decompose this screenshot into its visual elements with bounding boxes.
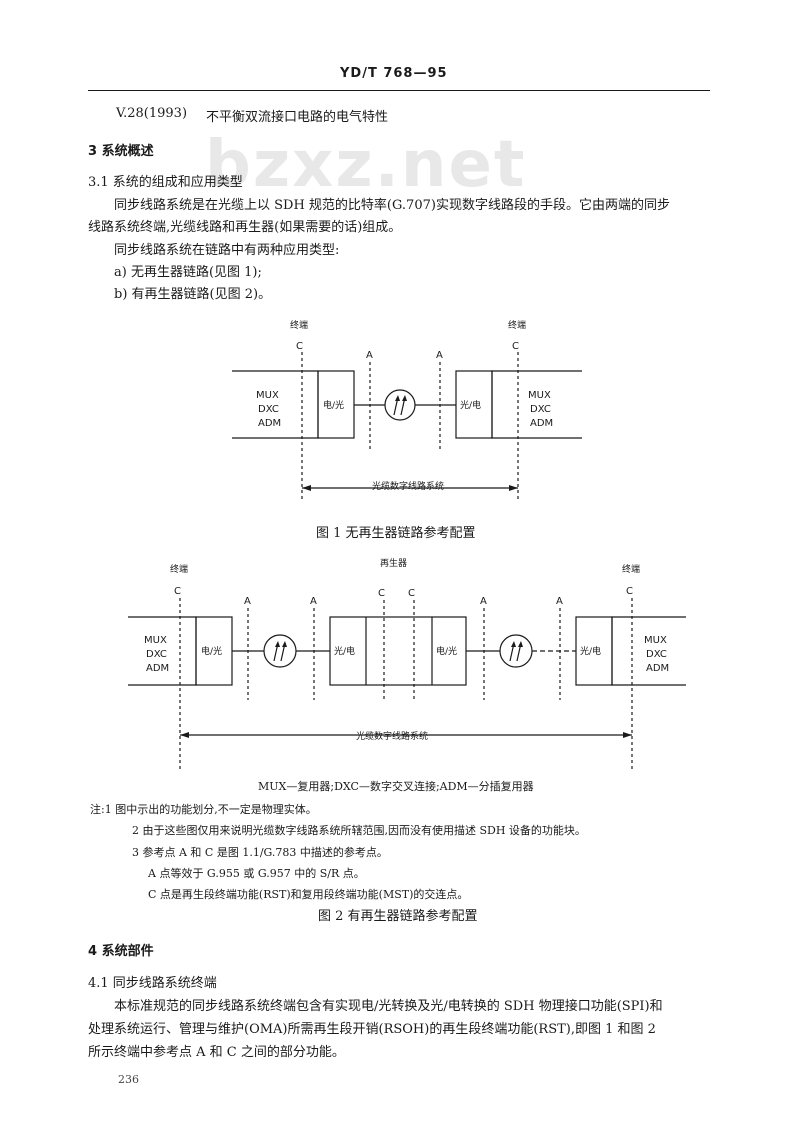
figure-1-diagram: 终端 终端 C C A A MUX DXC ADM MUX DXC ADM 电/… bbox=[232, 319, 582, 500]
fig2-eo-regen: 电/光 bbox=[436, 645, 457, 657]
fig1-term-right-label: 终端 bbox=[508, 319, 526, 331]
ref-title: 不平衡双流接口电路的电气特性 bbox=[206, 110, 389, 125]
fig1-c-right: C bbox=[512, 341, 519, 352]
fig1-dxc-left: DXC bbox=[258, 404, 279, 415]
header-rule bbox=[88, 90, 710, 91]
fig1-a-right: A bbox=[436, 350, 443, 361]
fig1-term-left-label: 终端 bbox=[290, 319, 308, 331]
fig2-dxc-right: DXC bbox=[646, 649, 667, 660]
fig1-eo-label: 电/光 bbox=[323, 399, 344, 411]
figure-2-legend: MUX—复用器;DXC—数字交叉连接;ADM—分插复用器 bbox=[258, 780, 534, 793]
fig1-mux-left: MUX bbox=[256, 390, 279, 401]
section-4-1-line2: 处理系统运行、管理与维护(OMA)所需再生段开销(RSOH)的再生段终端功能(R… bbox=[88, 1022, 656, 1037]
section-3-1-para1-line1: 同步线路系统是在光缆上以 SDH 规范的比特率(G.707)实现数字线路段的手段… bbox=[114, 198, 670, 213]
note-3: 3 参考点 A 和 C 是图 1.1/G.783 中描述的参考点。 bbox=[132, 846, 388, 859]
fig1-adm-right: ADM bbox=[530, 418, 553, 429]
fig2-c-1: C bbox=[174, 586, 181, 597]
fig2-mux-right: MUX bbox=[644, 635, 667, 646]
fig2-adm-left: ADM bbox=[146, 663, 169, 674]
fig2-dxc-left: DXC bbox=[146, 649, 167, 660]
note-3a: A 点等效于 G.955 或 G.957 中的 S/R 点。 bbox=[148, 867, 365, 880]
fig1-a-left: A bbox=[366, 350, 373, 361]
fig2-eo-left: 电/光 bbox=[201, 645, 222, 657]
fig2-c-4: C bbox=[626, 586, 633, 597]
fig2-adm-right: ADM bbox=[646, 663, 669, 674]
fig2-mux-left: MUX bbox=[144, 635, 167, 646]
section-4-1-line3: 所示终端中参考点 A 和 C 之间的部分功能。 bbox=[88, 1045, 345, 1060]
fig2-oe-right: 光/电 bbox=[580, 645, 601, 657]
fig1-adm-left: ADM bbox=[258, 418, 281, 429]
fig2-a-1: A bbox=[244, 596, 251, 607]
fig1-dxc-right: DXC bbox=[530, 404, 551, 415]
fig2-term-left-label: 终端 bbox=[170, 563, 188, 575]
section-4-1-title: 4.1 同步线路系统终端 bbox=[88, 976, 217, 991]
watermark: bzxz.net bbox=[205, 128, 527, 202]
fig2-regen-label: 再生器 bbox=[380, 557, 407, 569]
section-4-1-line1: 本标准规范的同步线路系统终端包含有实现电/光转换及光/电转换的 SDH 物理接口… bbox=[114, 999, 663, 1014]
fig1-c-left: C bbox=[296, 341, 303, 352]
note-2: 2 由于这些图仅用来说明光缆数字线路系统所辖范围,因而没有使用描述 SDH 设备… bbox=[132, 824, 586, 837]
note-3b: C 点是再生段终端功能(RST)和复用段终端功能(MST)的交连点。 bbox=[148, 888, 469, 901]
figure-1-caption: 图 1 无再生器链路参考配置 bbox=[316, 526, 476, 541]
section-3-1-title: 3.1 系统的组成和应用类型 bbox=[88, 175, 243, 190]
fig1-mux-right: MUX bbox=[528, 390, 551, 401]
section-3-1-para2: 同步线路系统在链路中有两种应用类型: bbox=[114, 243, 340, 258]
section-4-title: 4 系统部件 bbox=[88, 944, 154, 959]
fig2-a-2: A bbox=[310, 596, 317, 607]
note-1: 注:1 图中示出的功能划分,不一定是物理实体。 bbox=[90, 803, 317, 816]
figure-2-caption: 图 2 有再生器链路参考配置 bbox=[318, 909, 478, 924]
fig2-a-4: A bbox=[556, 596, 563, 607]
ref-code: V.28(1993) bbox=[116, 106, 188, 121]
section-3-1-para1-line2: 线路系统终端,光缆线路和再生器(如果需要的话)组成。 bbox=[88, 220, 402, 235]
fig1-oe-label: 光/电 bbox=[460, 399, 481, 411]
page-number: 236 bbox=[118, 1073, 139, 1086]
fig2-a-3: A bbox=[480, 596, 487, 607]
fig2-c-3: C bbox=[408, 588, 415, 599]
list-item-b: b) 有再生器链路(见图 2)。 bbox=[114, 287, 272, 302]
fig2-oe-regen: 光/电 bbox=[334, 645, 355, 657]
fig1-system-label: 光缆数字线路系统 bbox=[372, 480, 444, 492]
fig2-term-right-label: 终端 bbox=[622, 563, 640, 575]
list-item-a: a) 无再生器链路(见图 1); bbox=[114, 265, 262, 280]
fig2-system-label: 光缆数字线路系统 bbox=[356, 730, 428, 742]
section-3-title: 3 系统概述 bbox=[88, 144, 154, 159]
figure-2-diagram: 终端 再生器 终端 C C C C A A A A MUX DXC ADM MU… bbox=[128, 557, 686, 770]
header-code: YD/T 768—95 bbox=[340, 66, 448, 81]
fig2-c-2: C bbox=[378, 588, 385, 599]
